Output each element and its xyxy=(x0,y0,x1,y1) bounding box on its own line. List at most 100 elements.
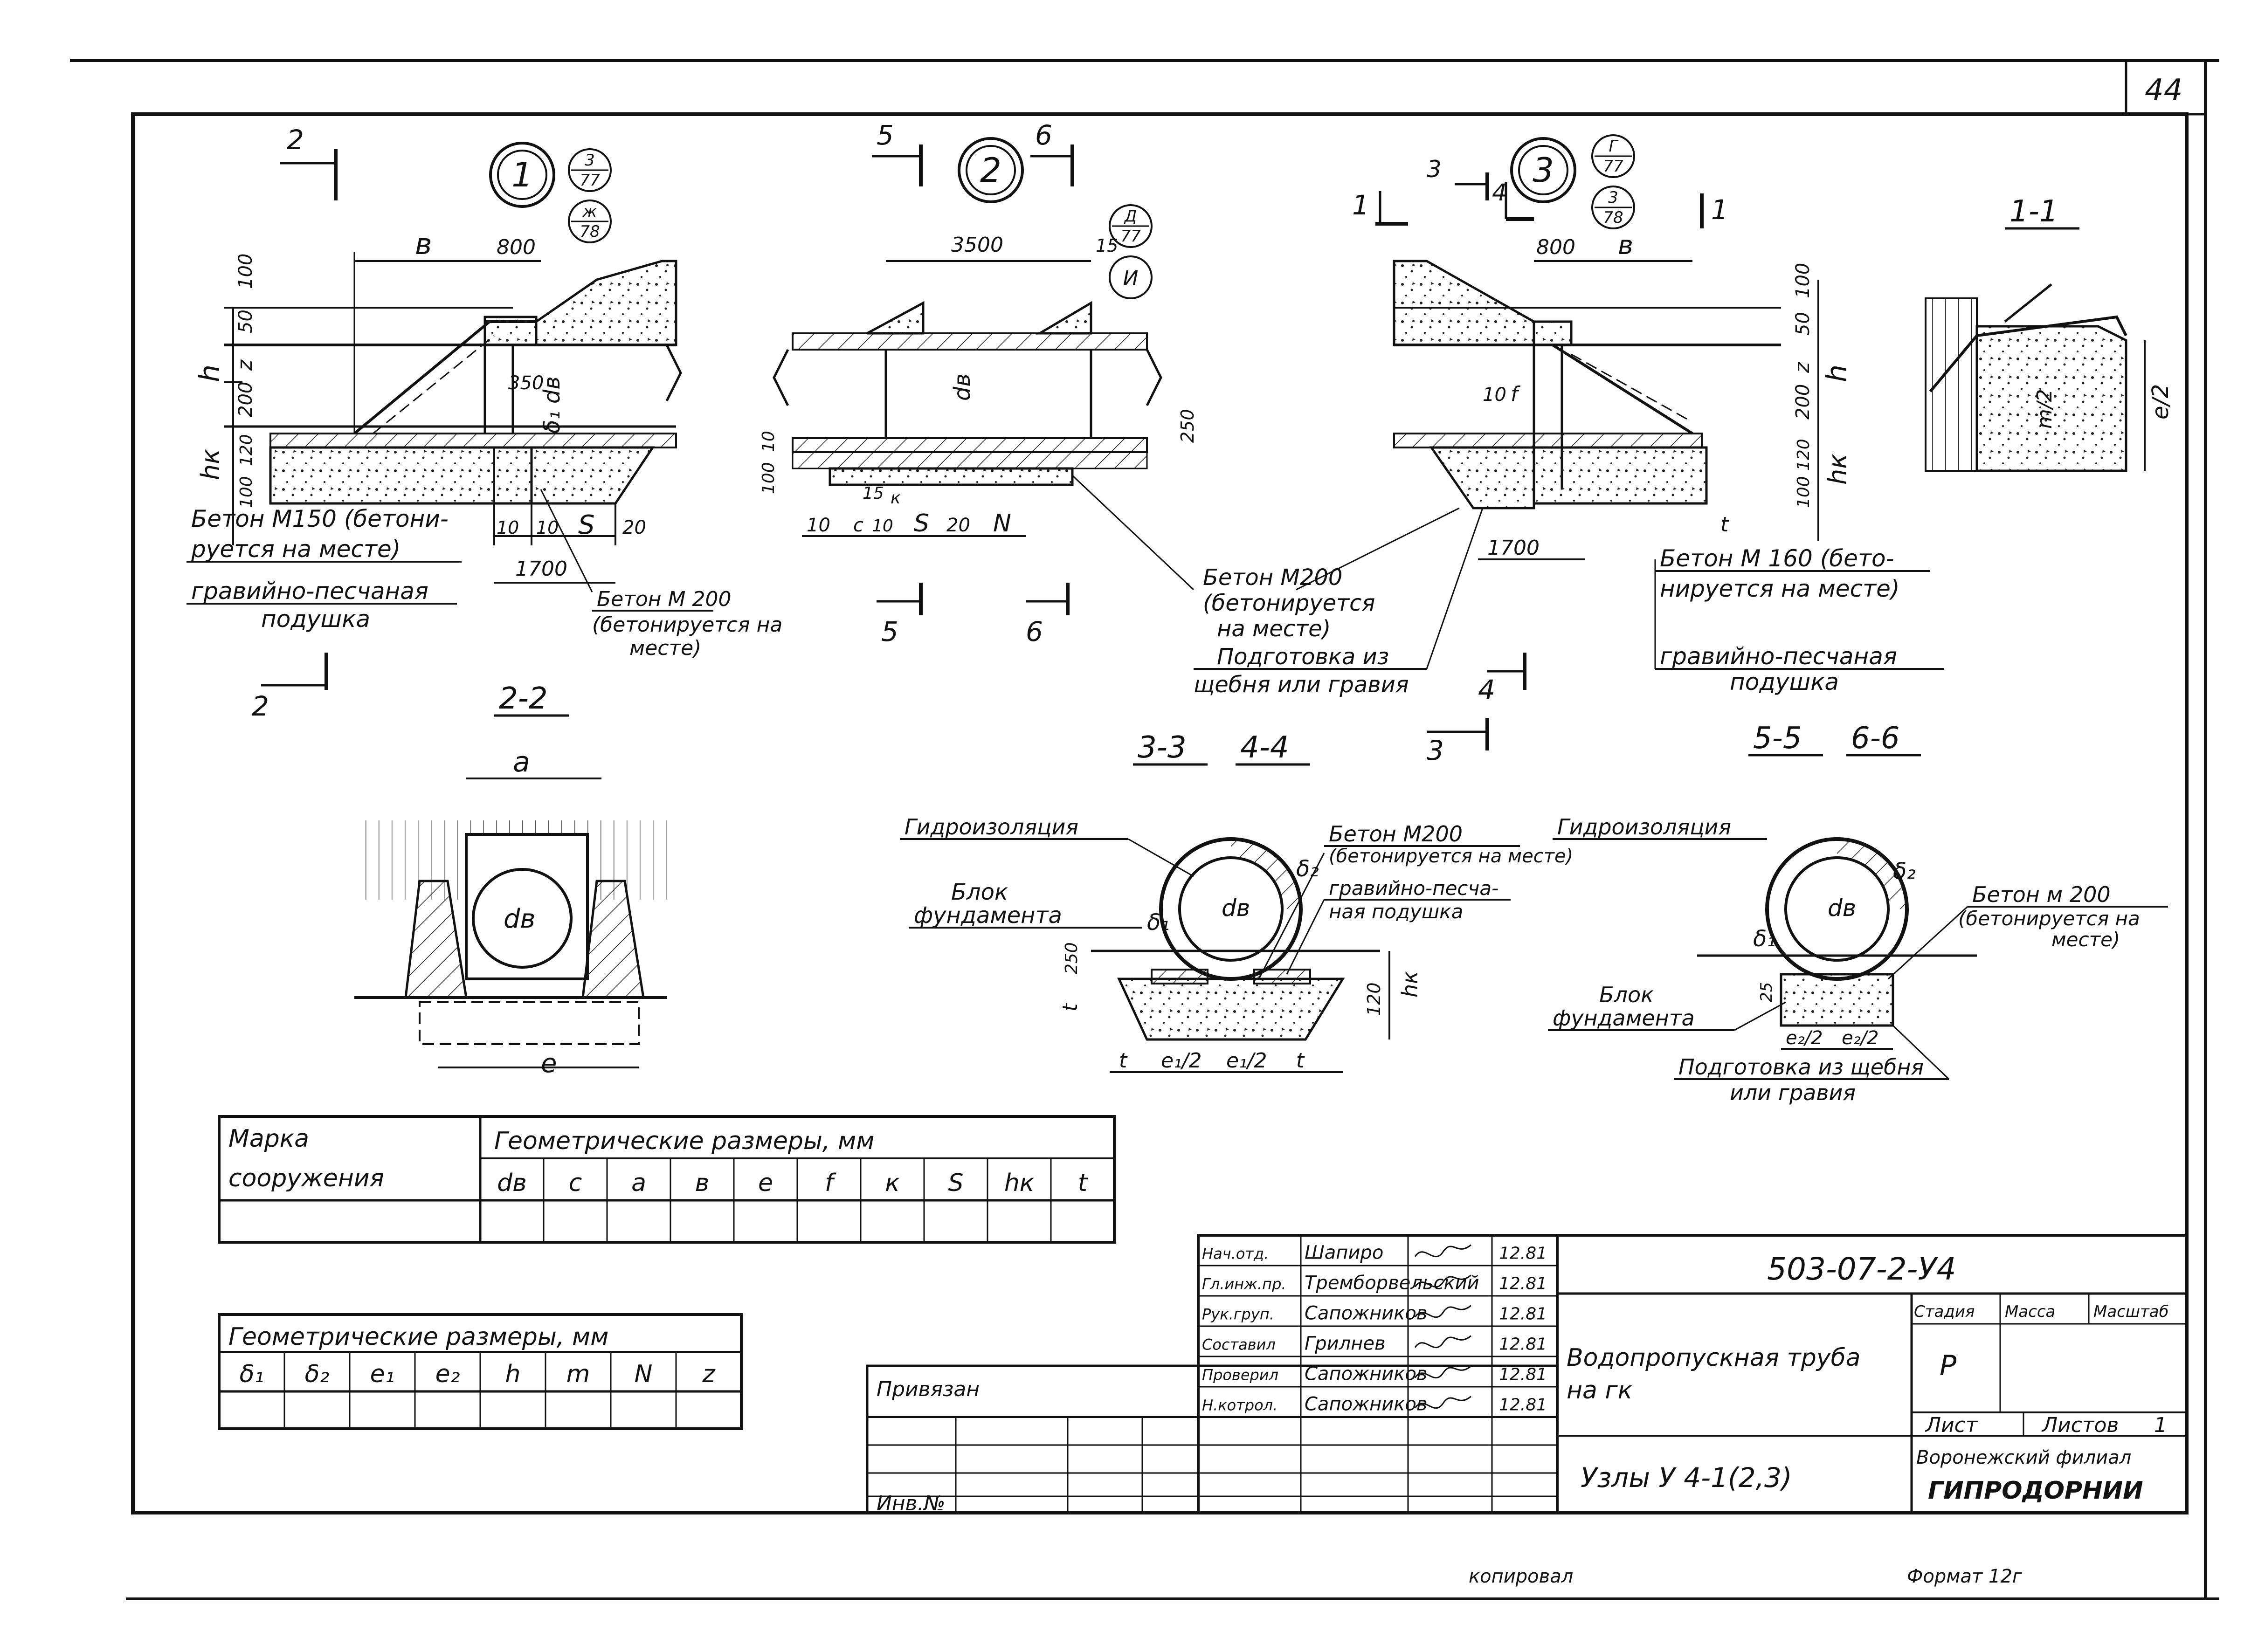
dim-e1-2a: e₁/2 xyxy=(1161,1049,1202,1073)
foundation-block-2 xyxy=(1780,973,1894,1027)
pipe-bottom-wall xyxy=(792,437,1148,453)
table1-header-group: Геометрические размеры, мм xyxy=(494,1127,874,1155)
dim-d2: δ₂ xyxy=(1296,856,1319,882)
node-2-ref-a-top: Д xyxy=(1124,207,1137,226)
note-concrete-1: Бетон М 160 (бето- xyxy=(1660,545,1894,572)
stamp-person-name: Тремборвельский xyxy=(1305,1273,1479,1294)
section-5-5: 5-5 6-6 Гидроизоляция dв δ₂ δ₁ 25 e₂/2 e… xyxy=(1548,721,2168,1105)
signature-mark xyxy=(1414,1396,1471,1409)
table2-col-header: e₁ xyxy=(370,1360,395,1388)
node-1-ref-b-top: ж xyxy=(582,202,597,221)
dim-dv: dв xyxy=(949,373,975,401)
dim-120: 120 xyxy=(237,434,256,466)
note-gravel-2: подушка xyxy=(261,606,370,633)
stamp-person-name: Сапожников xyxy=(1305,1303,1427,1324)
stamp-scale-header: Масштаб xyxy=(2093,1302,2169,1321)
dim-d1: δ₁ xyxy=(1753,926,1776,952)
stamp-sheets-count: 1 xyxy=(2154,1413,2167,1437)
stamp-date: 12.81 xyxy=(1499,1396,1547,1415)
dim-200: 200 xyxy=(235,382,256,417)
section-1-1: 1-1 m/2 e/2 xyxy=(1925,194,2174,472)
section-marker-6-top: 6 xyxy=(1030,119,1074,186)
section-5-5-title: 5-5 xyxy=(1753,721,1802,756)
section-label: 6 xyxy=(1026,616,1043,647)
dim-hk: hк xyxy=(196,449,225,480)
portal-head xyxy=(483,316,538,346)
dim-hk: hк xyxy=(1397,971,1422,998)
label-prep-2: или гравия xyxy=(1730,1080,1856,1105)
dim-h: h xyxy=(1821,365,1853,382)
stamp-title-1: Водопропускная труба xyxy=(1567,1344,1861,1372)
label-block-1: Блок xyxy=(951,879,1008,905)
table1-col-header: hк xyxy=(1004,1169,1035,1197)
label-prep-1: Подготовка из щебня xyxy=(1678,1054,1924,1080)
table2-col-header: e₂ xyxy=(435,1360,460,1388)
table1-col-header: в xyxy=(695,1169,710,1197)
label-concrete-2: (бетонируется на xyxy=(1958,907,2140,930)
dim-15: 15 xyxy=(1096,235,1118,256)
label-hydro: Гидроизоляция xyxy=(905,814,1078,840)
dim-c: с xyxy=(853,515,863,536)
table1-col-header: а xyxy=(631,1169,646,1197)
dim-10a: 10 xyxy=(497,517,519,538)
table2-header-group: Геометрические размеры, мм xyxy=(228,1323,608,1351)
note-gravel-2: подушка xyxy=(1730,668,1839,695)
dim-n: N xyxy=(993,509,1011,537)
node-2-ref-a xyxy=(1109,204,1153,248)
dim-10b: 10 xyxy=(536,517,559,538)
dim-s: S xyxy=(578,510,595,540)
section-2-2-title: 2-2 xyxy=(499,681,548,716)
dim-250: 250 xyxy=(1062,942,1081,974)
stamp-title-2: на гк xyxy=(1567,1377,1633,1404)
dim-z: z xyxy=(233,359,257,371)
pipe-top-wall xyxy=(792,332,1148,351)
node-3-title: 3 xyxy=(1533,151,1554,190)
dim-d1: δ₁ xyxy=(1147,909,1170,936)
stamp-person-name: Сапожников xyxy=(1305,1394,1427,1415)
node-1-drawing: 1 3 77 ж 78 2 2 в 800 100 xyxy=(186,124,782,722)
signature-mark xyxy=(1414,1244,1471,1258)
stamp-attached: Привязан xyxy=(877,1377,980,1401)
signature-mark xyxy=(1414,1365,1471,1379)
node-3-ref-b xyxy=(1591,186,1635,229)
stamp-role: Нач.отд. xyxy=(1202,1245,1269,1263)
note-concrete-2: (бетонируется xyxy=(1203,590,1375,616)
table1-col-header: S xyxy=(948,1169,963,1197)
node-3-ref-b-bottom: 78 xyxy=(1603,208,1623,227)
stamp-org-1: Воронежский филиал xyxy=(1916,1447,2131,1468)
section-2-2: 2-2 a dв e xyxy=(354,681,671,1079)
dim-10: 10 xyxy=(1483,384,1506,406)
node-1-ref-b xyxy=(568,200,612,243)
label-block-2: фундамента xyxy=(1553,1005,1695,1031)
node-3-ref-a xyxy=(1591,134,1635,178)
bottom-note-format: Формат 12г xyxy=(1907,1566,2023,1587)
embankment-fill xyxy=(535,260,677,346)
note-gravel-1: гравийно-песчаная xyxy=(191,578,428,605)
table1-col-header: с xyxy=(569,1169,582,1197)
dim-120: 120 xyxy=(1364,982,1384,1016)
section-marker-1-right: 1 xyxy=(1700,193,1728,228)
dim-10: 10 xyxy=(759,431,778,452)
dim-t-a: t xyxy=(1119,1049,1128,1073)
label-hydro: Гидроизоляция xyxy=(1557,814,1731,840)
section-label: 2 xyxy=(287,124,304,156)
section-label: 5 xyxy=(881,616,898,647)
base-slab xyxy=(269,433,677,448)
label-block-1: Блок xyxy=(1599,982,1654,1007)
dim-350: 350 xyxy=(508,372,544,394)
stamp-inv: Инв.№ xyxy=(877,1492,945,1515)
dim-dv: dв xyxy=(1222,895,1250,922)
dim-f: f xyxy=(1511,382,1521,406)
node-3-embankment xyxy=(1393,260,1535,346)
table1-col-header: dв xyxy=(497,1169,527,1197)
section-1-1-title: 1-1 xyxy=(2009,194,2058,229)
dim-15b: 15 xyxy=(863,484,884,503)
note-concrete-m150-2: руется на месте) xyxy=(191,536,401,563)
node-3-marker xyxy=(1510,137,1576,203)
dim-50: 50 xyxy=(1792,312,1814,336)
section-label: 1 xyxy=(1352,189,1369,221)
dim-3500: 3500 xyxy=(951,233,1003,257)
